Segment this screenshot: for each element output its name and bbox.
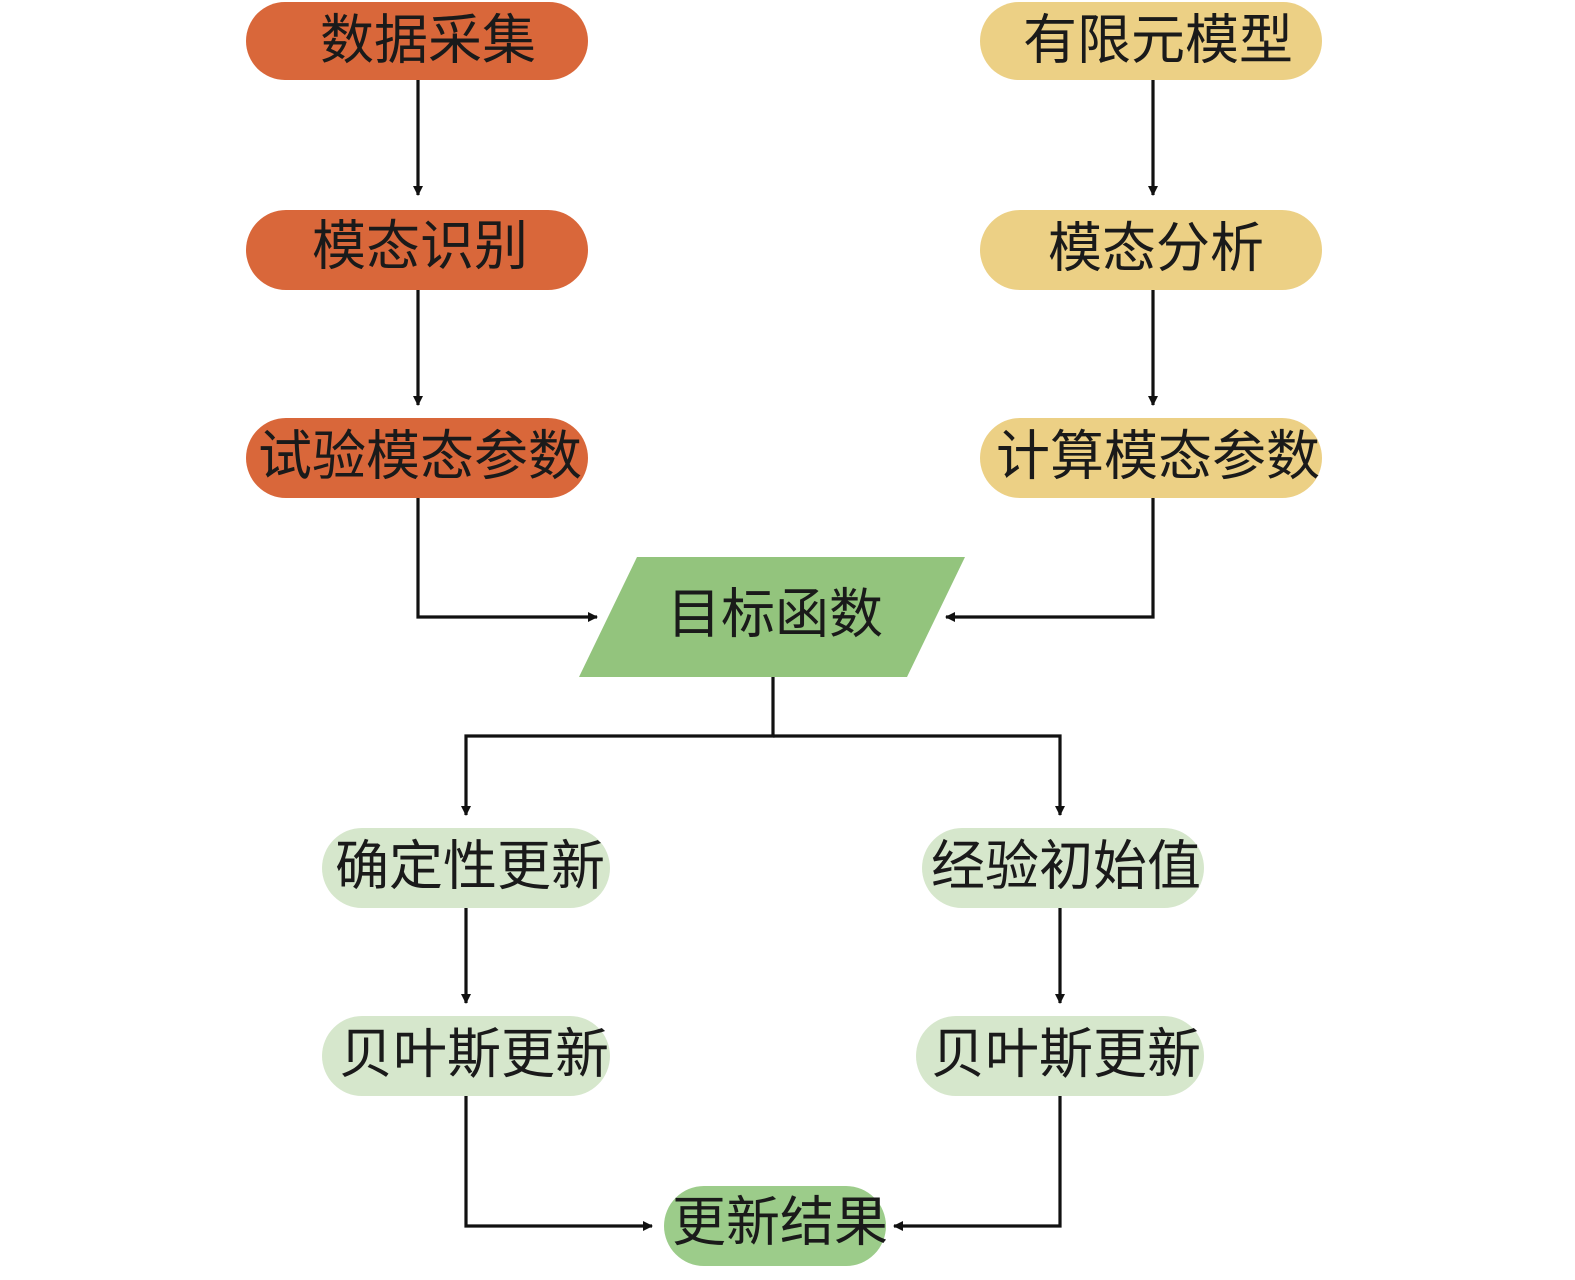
node-objective-function-shape [579,557,965,677]
node-data-acquisition-label: 数据采集 [320,9,536,72]
edges [413,80,1158,1231]
node-modal-identification-shape [246,210,588,290]
node-fe-model: 有限元模型 [980,2,1322,80]
node-update-result: 更新结果 [664,1186,888,1266]
arrow-computed-params-to-objective [945,498,1155,622]
node-test-modal-params-shape [246,418,588,498]
node-data-acquisition: 数据采集 [246,2,588,80]
node-modal-analysis-shape [980,210,1322,290]
node-fe-model-shape [980,2,1322,80]
node-deterministic-update-shape [322,828,610,908]
node-update-result-shape [664,1186,886,1266]
node-test-modal-params-label: 试验模态参数 [258,425,582,488]
node-computed-modal-params-label: 计算模态参数 [996,425,1320,488]
node-objective-function: 目标函数 [579,557,965,677]
node-deterministic-update: 确定性更新 [322,828,610,908]
node-bayesian-update-right: 贝叶斯更新 [916,1016,1204,1096]
node-modal-identification: 模态识别 [246,210,588,290]
node-computed-modal-params-shape [980,418,1322,498]
node-empirical-initial-value-shape [922,828,1204,908]
node-bayesian-update-right-shape [916,1016,1204,1096]
node-test-modal-params: 试验模态参数 [246,418,588,498]
arrow-objective-to-deterministic [461,677,775,816]
node-modal-identification-label: 模态识别 [312,215,528,278]
node-fe-model-label: 有限元模型 [1023,9,1293,72]
node-empirical-initial-value: 经验初始值 [922,828,1204,908]
arrow-objective-to-empirical [773,734,1065,816]
arrow-bayesian-right-to-result [893,1096,1062,1231]
node-bayesian-update-left-shape [322,1016,610,1096]
node-bayesian-update-left: 贝叶斯更新 [322,1016,610,1096]
node-computed-modal-params: 计算模态参数 [980,418,1322,498]
node-data-acquisition-shape [246,2,588,80]
node-modal-analysis: 模态分析 [980,210,1322,290]
node-bayesian-update-right-label: 贝叶斯更新 [931,1023,1201,1086]
node-bayesian-update-left-label: 贝叶斯更新 [339,1023,609,1086]
node-empirical-initial-value-label: 经验初始值 [931,835,1201,898]
node-modal-analysis-label: 模态分析 [1048,217,1264,280]
node-deterministic-update-label: 确定性更新 [335,835,605,898]
arrow-bayesian-left-to-result [464,1096,653,1231]
node-update-result-label: 更新结果 [672,1191,888,1254]
arrow-test-params-to-objective [416,498,598,622]
node-objective-function-label: 目标函数 [667,583,883,646]
